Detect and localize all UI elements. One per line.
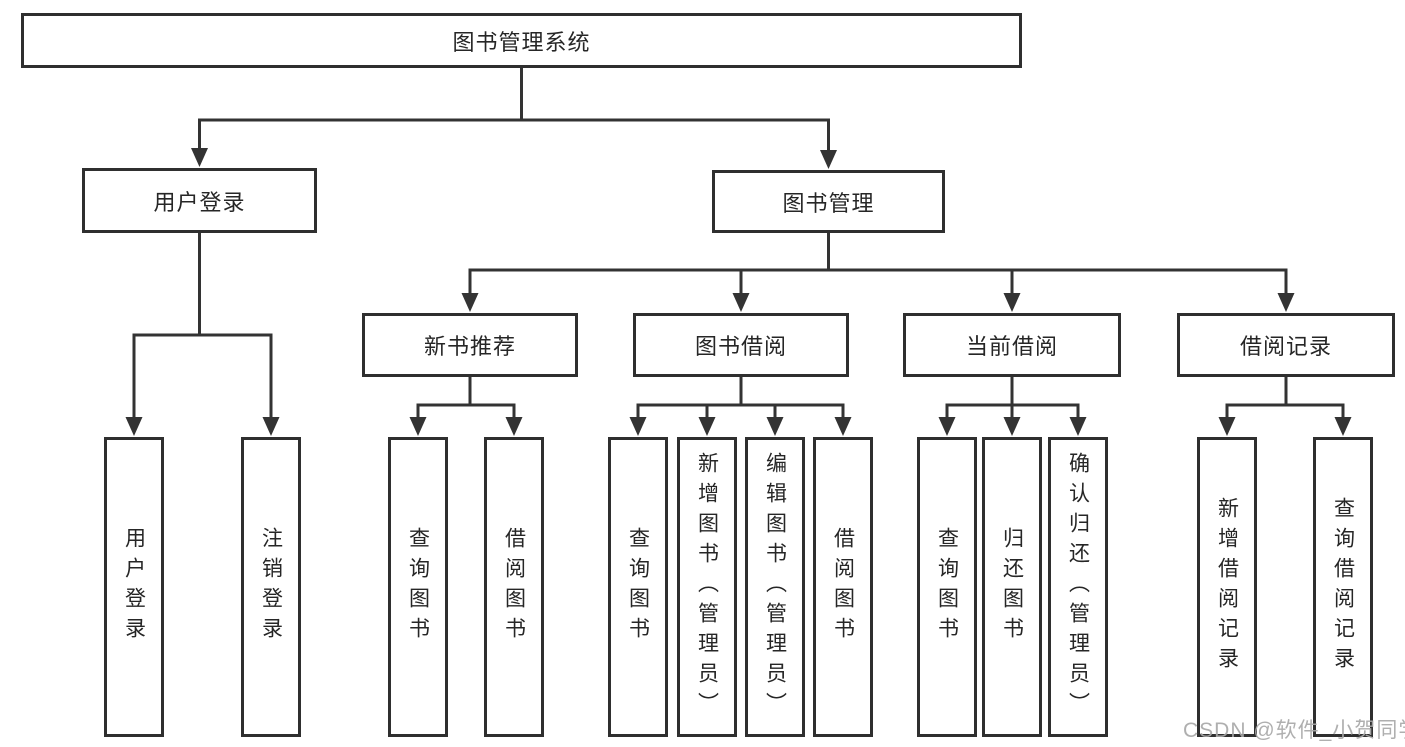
node-new-book-recommend: 新书推荐 xyxy=(362,313,578,377)
leaf-query-books-borrow: 查询图书 xyxy=(608,437,668,737)
leaf-user-login: 用户登录 xyxy=(104,437,164,737)
node-new-book-recommend-label: 新书推荐 xyxy=(423,334,516,359)
leaf-logout-label: 注销登录 xyxy=(259,527,283,647)
leaf-query-books-recommend-label: 查询图书 xyxy=(406,527,430,647)
node-book-management: 图书管理 xyxy=(712,170,945,233)
node-current-borrow: 当前借阅 xyxy=(903,313,1121,377)
node-borrow-records-label: 借阅记录 xyxy=(1239,334,1332,359)
leaf-add-books-admin-label: 新增图书（管理员） xyxy=(695,452,719,722)
node-user-login: 用户登录 xyxy=(82,168,317,233)
leaf-edit-books-admin-label: 编辑图书（管理员） xyxy=(763,452,787,722)
leaf-query-borrow-record: 查询借阅记录 xyxy=(1313,437,1373,737)
leaf-confirm-return-admin-label: 确认归还（管理员） xyxy=(1066,452,1090,722)
node-book-borrow-label: 图书借阅 xyxy=(694,334,787,359)
node-book-management-label: 图书管理 xyxy=(782,190,875,216)
leaf-add-borrow-record-label: 新增借阅记录 xyxy=(1215,497,1239,677)
csdn-watermark: CSDN @软件_小贺同学 xyxy=(1183,719,1405,742)
leaf-logout: 注销登录 xyxy=(241,437,301,737)
leaf-add-books-admin: 新增图书（管理员） xyxy=(677,437,737,737)
leaf-edit-books-admin: 编辑图书（管理员） xyxy=(745,437,805,737)
leaf-query-books-borrow-label: 查询图书 xyxy=(626,527,650,647)
node-current-borrow-label: 当前借阅 xyxy=(965,334,1058,359)
node-root-label: 图书管理系统 xyxy=(452,29,591,55)
leaf-borrow-books-recommend-label: 借阅图书 xyxy=(502,527,526,647)
node-borrow-records: 借阅记录 xyxy=(1177,313,1395,377)
node-user-login-label: 用户登录 xyxy=(153,189,246,215)
leaf-borrow-books: 借阅图书 xyxy=(813,437,873,737)
leaf-query-books-current-label: 查询图书 xyxy=(935,527,959,647)
leaf-query-borrow-record-label: 查询借阅记录 xyxy=(1331,497,1355,677)
leaf-return-books: 归还图书 xyxy=(982,437,1042,737)
leaf-borrow-books-label: 借阅图书 xyxy=(831,527,855,647)
leaf-borrow-books-recommend: 借阅图书 xyxy=(484,437,544,737)
leaf-user-login-label: 用户登录 xyxy=(122,527,146,647)
node-book-borrow: 图书借阅 xyxy=(633,313,849,377)
leaf-query-books-current: 查询图书 xyxy=(917,437,977,737)
leaf-query-books-recommend: 查询图书 xyxy=(388,437,448,737)
node-root: 图书管理系统 xyxy=(21,13,1022,68)
leaf-confirm-return-admin: 确认归还（管理员） xyxy=(1048,437,1108,737)
leaf-return-books-label: 归还图书 xyxy=(1000,527,1024,647)
leaf-add-borrow-record: 新增借阅记录 xyxy=(1197,437,1257,737)
